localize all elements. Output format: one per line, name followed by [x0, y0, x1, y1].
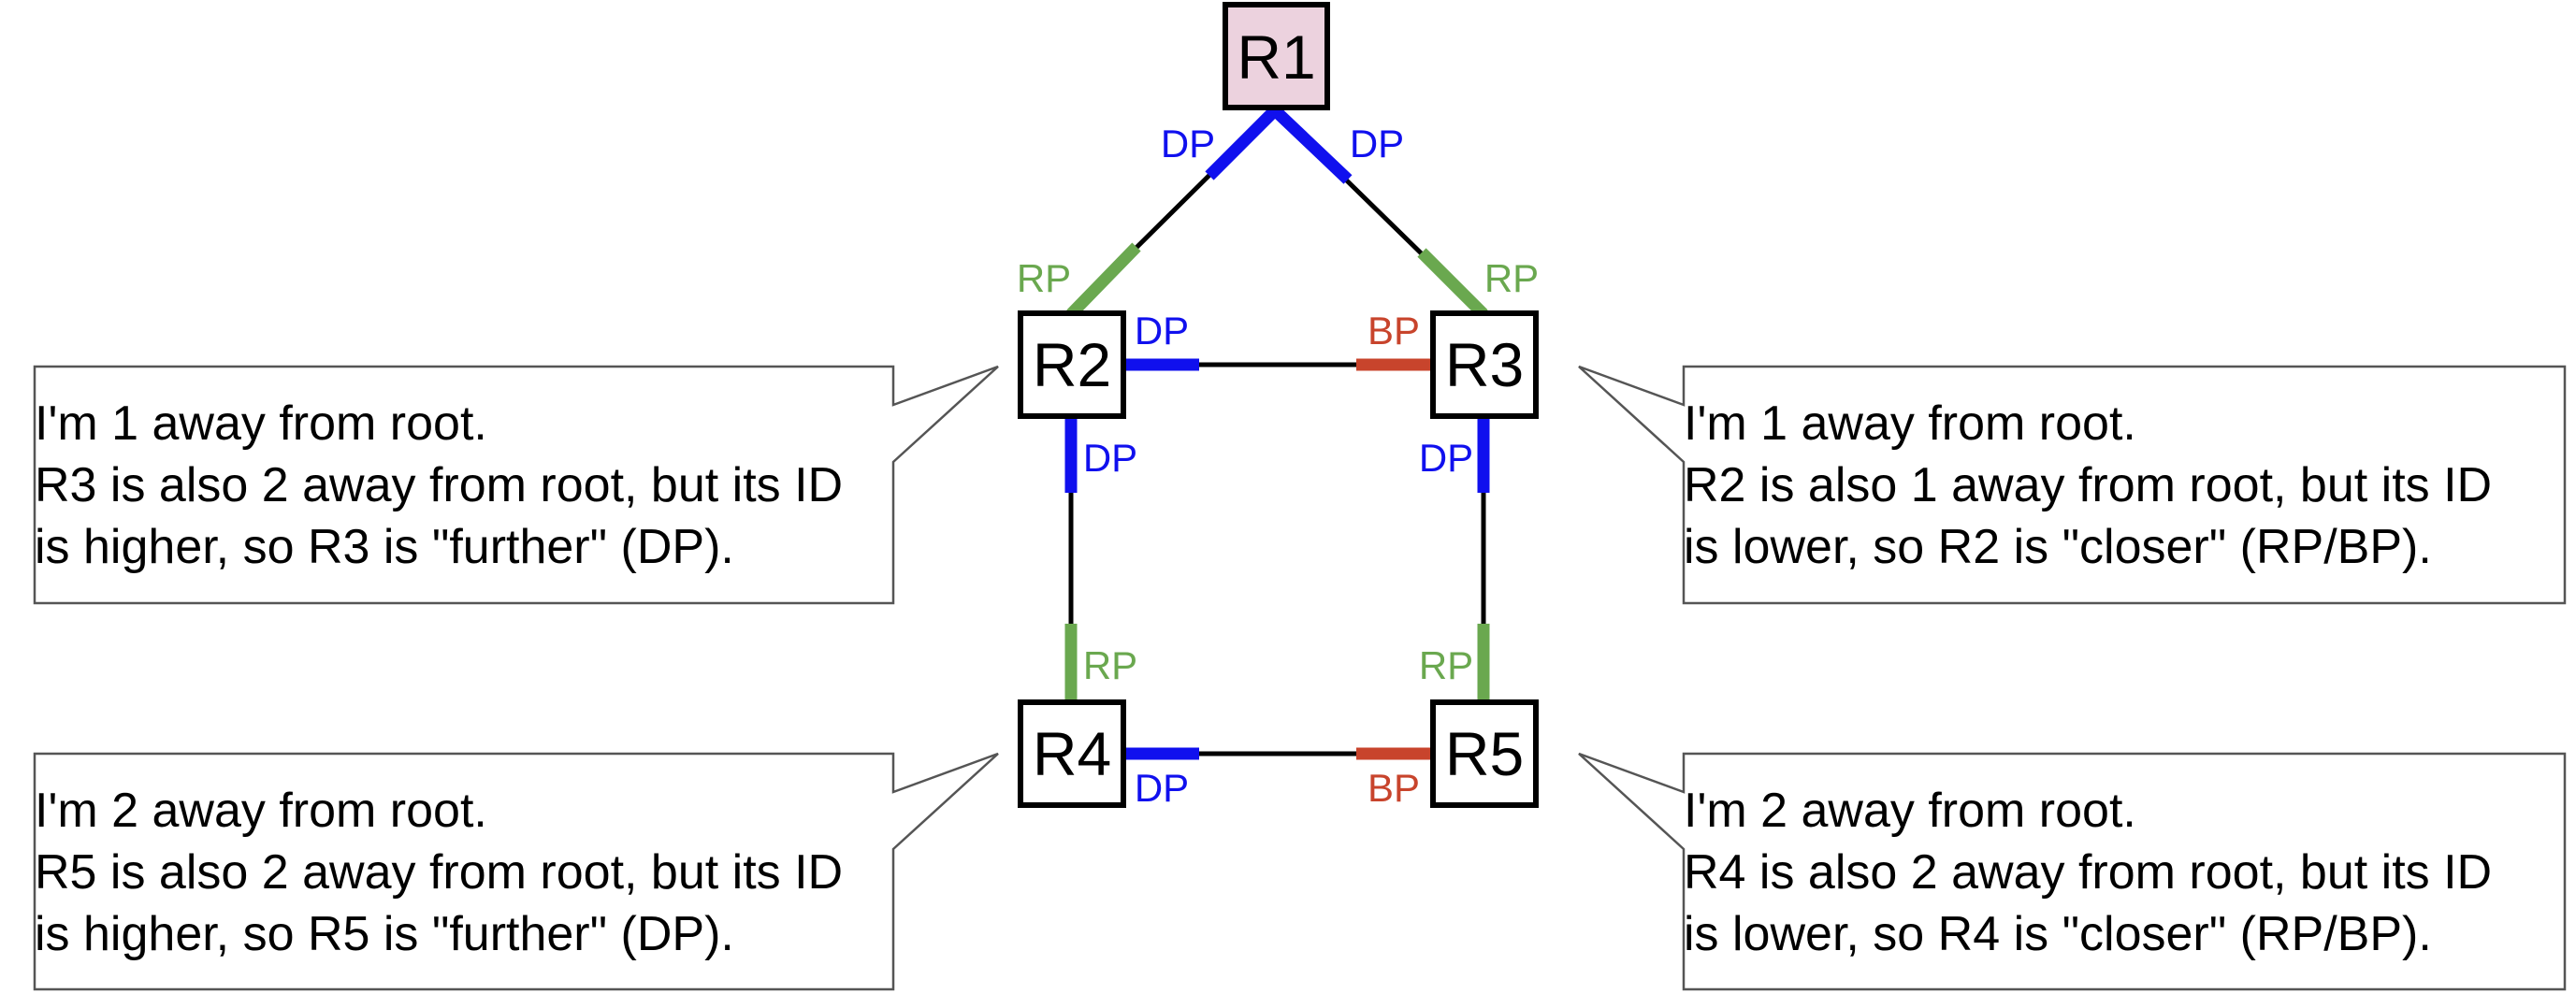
- callout-r3-line-2: R2 is also 1 away from root, but its ID: [1684, 458, 2492, 512]
- callout-r5-line-3: is lower, so R4 is "closer" (RP/BP).: [1684, 907, 2432, 961]
- port-labels: DP DP RP RP DP BP DP DP RP RP DP BP: [1017, 122, 1539, 810]
- callout-r4-line-2: R5 is also 2 away from root, but its ID: [35, 845, 843, 900]
- callout-r2-box: [33, 365, 999, 605]
- port-label-r3-bottom: DP: [1419, 436, 1473, 480]
- port-segment-r2-top: [1066, 242, 1141, 319]
- port-label-r2-top: RP: [1017, 256, 1071, 300]
- node-r4-label: R4: [1033, 719, 1111, 788]
- callout-r4-box: [33, 752, 999, 991]
- node-r5-label: R5: [1445, 719, 1524, 788]
- node-r3: R3: [1430, 310, 1539, 419]
- callout-r4-line-3: is higher, so R5 is "further" (DP).: [35, 907, 734, 961]
- port-segment-r3-top: [1417, 248, 1488, 319]
- node-r5-box: [1430, 699, 1539, 808]
- port-label-r5-left: BP: [1368, 766, 1420, 810]
- node-r4-box: [1018, 699, 1126, 808]
- callout-r3-box: [1578, 365, 2567, 605]
- node-r2-label: R2: [1033, 330, 1111, 399]
- callout-r5-line-1: I'm 2 away from root.: [1684, 784, 2136, 838]
- callout-r3-line-1: I'm 1 away from root.: [1684, 396, 2136, 451]
- port-label-r4-top: RP: [1083, 643, 1137, 687]
- callout-r3: I'm 1 away from root. R2 is also 1 away …: [1578, 365, 2567, 605]
- node-r3-label: R3: [1445, 330, 1524, 399]
- callout-r2-line-1: I'm 1 away from root.: [35, 396, 487, 451]
- port-segments: [1064, 104, 1490, 760]
- callout-r5: I'm 2 away from root. R4 is also 2 away …: [1578, 752, 2567, 991]
- node-r1-box: [1223, 2, 1330, 110]
- node-r5: R5: [1430, 699, 1539, 808]
- port-label-r3-top: RP: [1484, 256, 1539, 300]
- port-label-r2-right: DP: [1135, 309, 1189, 353]
- node-r1-label: R1: [1237, 22, 1315, 92]
- callout-r5-line-2: R4 is also 2 away from root, but its ID: [1684, 845, 2492, 900]
- port-label-r5-top: RP: [1419, 643, 1473, 687]
- callout-r2-line-2: R3 is also 2 away from root, but its ID: [35, 458, 843, 512]
- callout-r4-line-1: I'm 2 away from root.: [35, 784, 487, 838]
- callout-r4: I'm 2 away from root. R5 is also 2 away …: [33, 752, 999, 991]
- node-r2: R2: [1018, 310, 1126, 419]
- node-r4: R4: [1018, 699, 1126, 808]
- port-segment-r1-left: [1205, 104, 1281, 180]
- callout-r5-box: [1578, 752, 2567, 991]
- node-r1: R1: [1223, 2, 1330, 110]
- callout-r2-line-3: is higher, so R3 is "further" (DP).: [35, 520, 734, 574]
- port-segment-r1-right: [1268, 104, 1353, 184]
- port-label-r4-right: DP: [1135, 766, 1189, 810]
- node-r3-box: [1430, 310, 1539, 419]
- port-label-r1-left: DP: [1161, 122, 1215, 166]
- port-label-r1-right: DP: [1350, 122, 1404, 166]
- port-label-r2-bottom: DP: [1083, 436, 1137, 480]
- node-r2-box: [1018, 310, 1126, 419]
- callout-r2: I'm 1 away from root. R3 is also 2 away …: [33, 365, 999, 605]
- callout-r3-line-3: is lower, so R2 is "closer" (RP/BP).: [1684, 520, 2432, 574]
- port-label-r3-left: BP: [1368, 309, 1420, 353]
